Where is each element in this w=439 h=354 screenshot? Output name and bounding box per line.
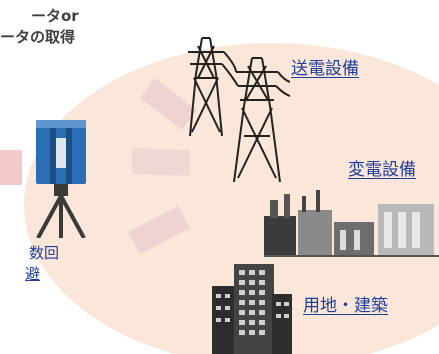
arrow-shape-middle xyxy=(132,148,190,176)
heading-line-1: ータor xyxy=(31,7,79,25)
heading-line-2: ータの取得 xyxy=(0,28,76,46)
land-building-link[interactable]: 用地・建築 xyxy=(303,296,388,316)
transmission-tower-icon xyxy=(188,37,290,183)
building-icon xyxy=(212,264,292,354)
side-note-line-2[interactable]: 避 xyxy=(25,265,41,283)
arrow-shape-upper xyxy=(140,78,197,130)
data-acquisition-heading: ータor ータの取得 xyxy=(0,6,79,48)
laser-scanner-icon xyxy=(36,120,86,238)
background-ellipse xyxy=(24,43,439,354)
transmission-facility-link[interactable]: 送電設備 xyxy=(291,59,359,79)
side-note-line-1: 数回 xyxy=(29,244,60,262)
side-note: 数回 避 xyxy=(0,243,59,285)
arrow-stub xyxy=(0,150,22,185)
arrow-shape-lower xyxy=(128,206,190,254)
substation-facility-link[interactable]: 変電設備 xyxy=(348,160,416,180)
substation-icon xyxy=(264,190,439,257)
